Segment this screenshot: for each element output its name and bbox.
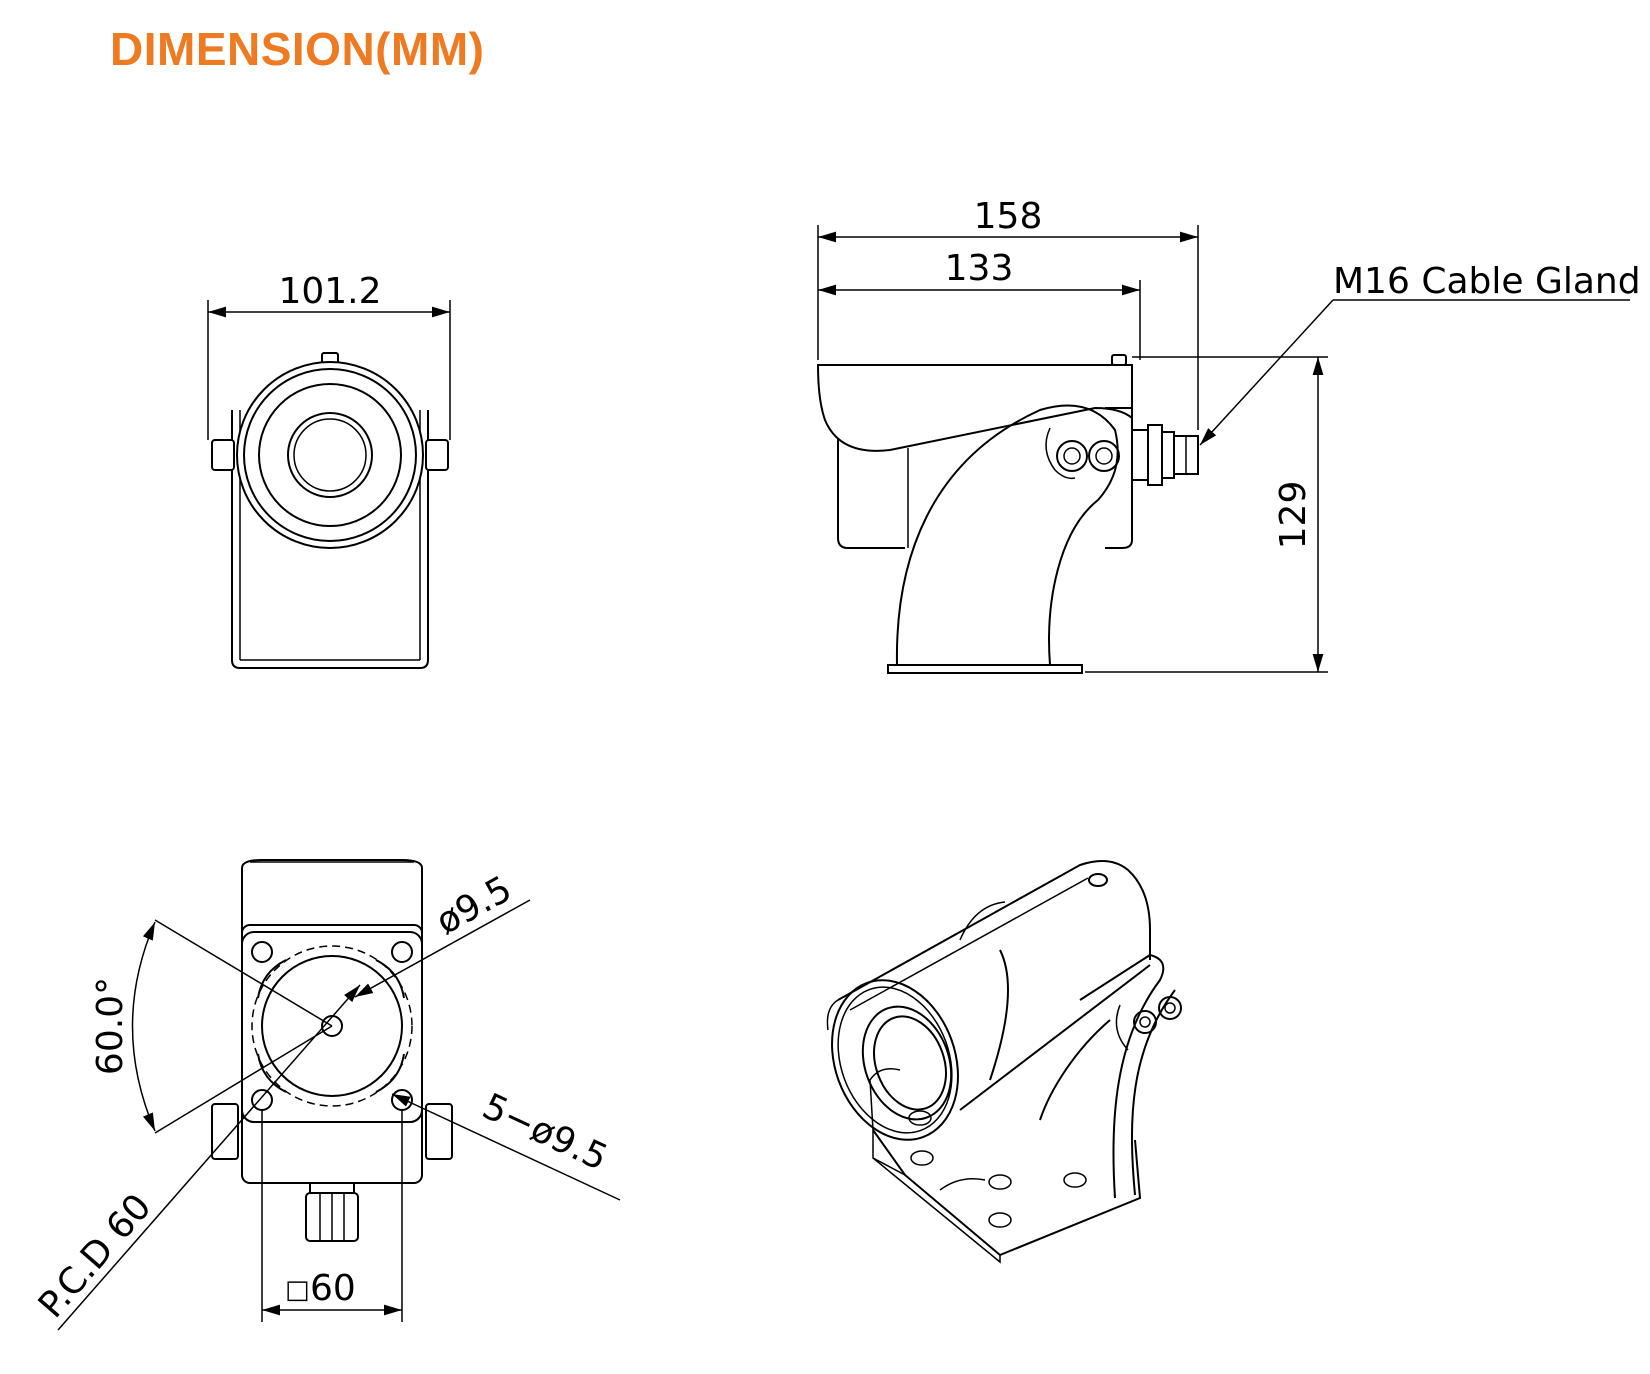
bottom-square-symbol: □ — [285, 1275, 310, 1305]
bottom-square-label: 60 — [310, 1268, 356, 1309]
side-view: 158 133 129 M16 Cable Gland — [816, 196, 1641, 674]
side-height-label: 129 — [1273, 481, 1314, 550]
front-view: 101.2 — [207, 271, 451, 669]
front-width-label: 101.2 — [278, 271, 381, 312]
cable-gland-label: M16 Cable Gland — [1333, 261, 1641, 302]
side-total-length-label: 158 — [974, 196, 1043, 237]
isometric-view — [826, 860, 1182, 1264]
bottom-view: ø9.5 5−ø9.5 P.C.D 60 60.0° □ 60 — [31, 859, 621, 1331]
bottom-pcd-label: P.C.D 60 — [31, 1186, 160, 1325]
bottom-angle-label: 60.0° — [90, 977, 131, 1075]
page-title: DIMENSION(MM) — [110, 23, 485, 75]
side-body-length-label: 133 — [945, 248, 1014, 289]
